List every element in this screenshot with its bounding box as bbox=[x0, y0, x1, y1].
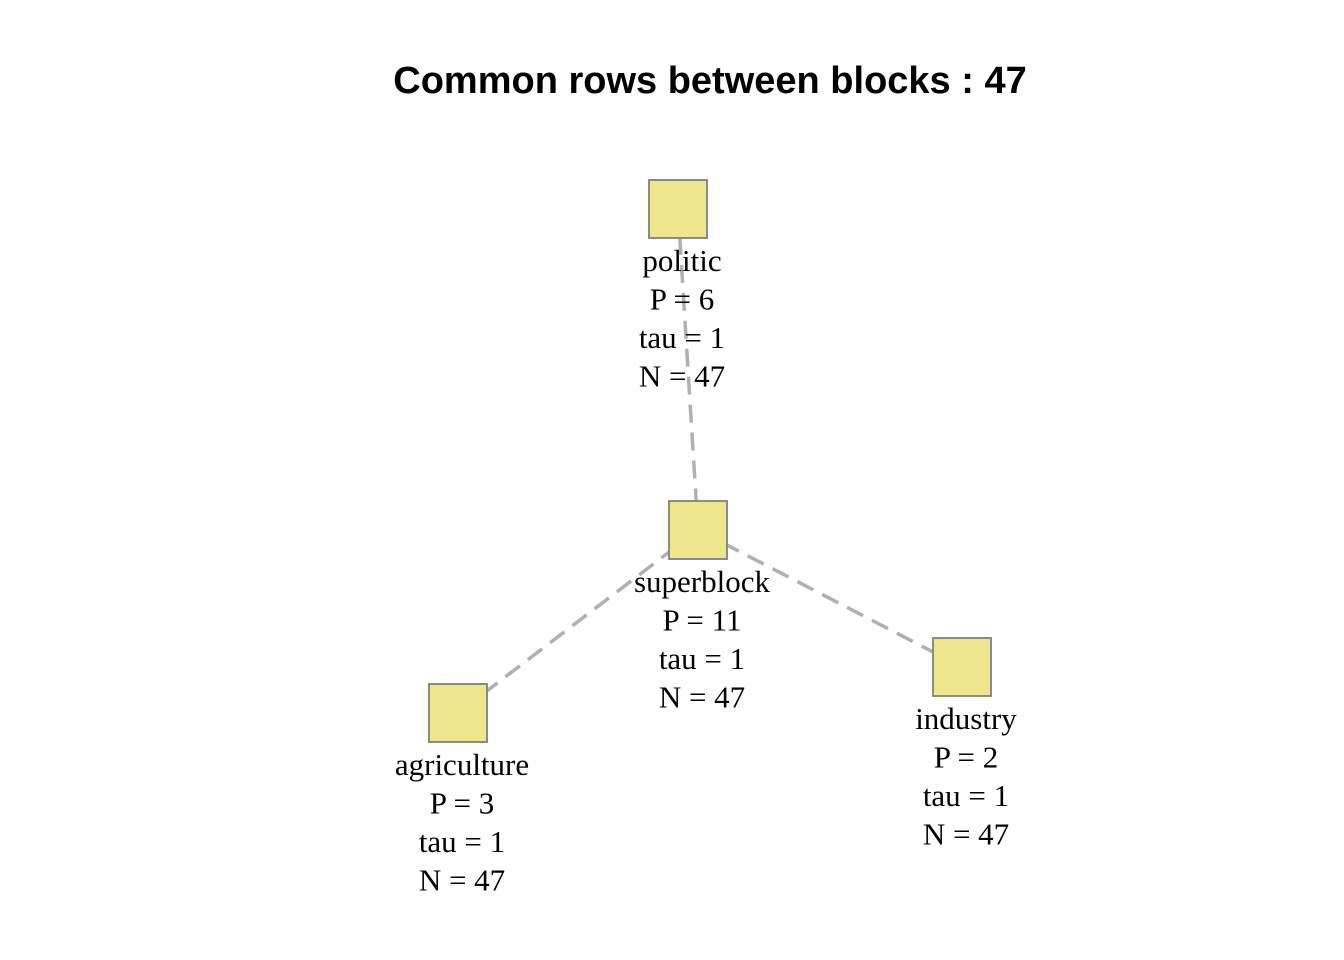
node-label-superblock-line-0: superblock bbox=[634, 564, 771, 599]
node-label-politic-line-0: politic bbox=[642, 243, 721, 278]
node-box-superblock bbox=[668, 500, 728, 560]
node-label-politic-line-3: N = 47 bbox=[639, 359, 725, 394]
node-box-politic bbox=[648, 179, 708, 239]
node-label-superblock-line-1: P = 11 bbox=[663, 603, 742, 638]
node-box-industry bbox=[932, 637, 992, 697]
node-label-superblock-line-2: tau = 1 bbox=[659, 641, 745, 676]
node-label-industry-line-2: tau = 1 bbox=[923, 778, 1009, 813]
node-label-agriculture-line-0: agriculture bbox=[395, 747, 529, 782]
node-label-industry-line-3: N = 47 bbox=[923, 817, 1009, 852]
node-label-politic-line-2: tau = 1 bbox=[639, 320, 725, 355]
edge-superblock-industry bbox=[697, 528, 963, 669]
node-label-superblock-line-3: N = 47 bbox=[659, 680, 745, 715]
edge-superblock-agriculture bbox=[456, 528, 700, 715]
diagram-title: Common rows between blocks : 47 bbox=[393, 60, 1026, 102]
node-label-agriculture-line-2: tau = 1 bbox=[419, 824, 505, 859]
edges-layer bbox=[456, 208, 963, 715]
node-label-industry-line-0: industry bbox=[915, 701, 1017, 736]
node-label-politic-line-1: P = 6 bbox=[650, 282, 715, 317]
node-label-industry-line-1: P = 2 bbox=[934, 740, 999, 775]
node-label-agriculture-line-1: P = 3 bbox=[430, 786, 495, 821]
node-box-agriculture bbox=[428, 683, 488, 743]
node-label-agriculture-line-3: N = 47 bbox=[419, 863, 505, 898]
edge-politic-superblock bbox=[676, 208, 700, 531]
